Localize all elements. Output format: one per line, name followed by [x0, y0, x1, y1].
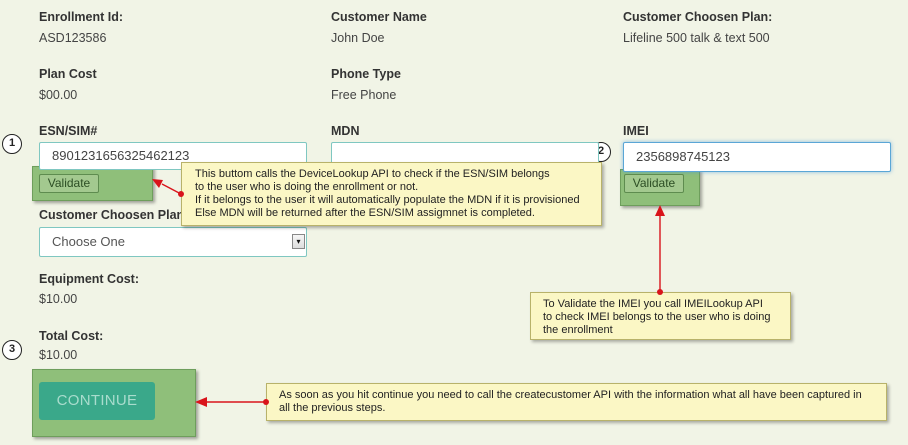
imei-validate-note: To Validate the IMEI you call IMEILookup…: [530, 292, 791, 340]
esn-arrow-line: [161, 183, 182, 195]
enrollment-id-label: Enrollment Id:: [39, 10, 124, 24]
imei-label: IMEI: [623, 124, 649, 138]
plan-select[interactable]: Choose One ▾: [39, 227, 307, 257]
plan-select-label: Customer Choosen Plan:: [39, 208, 189, 222]
esn-note-line-1: This buttom calls the DeviceLookup API t…: [195, 168, 550, 180]
continue-note-line-1: As soon as you hit continue you need to …: [279, 389, 862, 401]
continue-note: As soon as you hit continue you need to …: [266, 383, 887, 421]
continue-arrowhead: [195, 397, 207, 407]
imei-note-line-3: the enrollment: [543, 324, 613, 336]
equipment-cost-value: $10.00: [39, 292, 78, 306]
imei-note-line-1: To Validate the IMEI you call IMEILookup…: [543, 298, 763, 310]
imei-arrow-dot: [657, 289, 663, 295]
phone-type-value: Free Phone: [331, 88, 397, 102]
customer-plan-value: Lifeline 500 talk & text 500: [623, 31, 770, 45]
continue-button[interactable]: CONTINUE: [39, 382, 155, 420]
phone-type-label: Phone Type: [331, 67, 401, 81]
esn-note-line-4: Else MDN will be returned after the ESN/…: [195, 207, 535, 219]
esn-validate-note: This buttom calls the DeviceLookup API t…: [181, 162, 602, 226]
total-cost-value: $10.00: [39, 348, 78, 362]
step-marker-1: 1: [2, 134, 22, 154]
esn-validate-button[interactable]: Validate: [39, 174, 99, 193]
esn-note-line-2: to the user who is doing the enrollment …: [195, 181, 419, 193]
imei-validate-button[interactable]: Validate: [624, 174, 684, 193]
imei-arrowhead: [655, 205, 665, 216]
esn-label: ESN/SIM#: [39, 124, 98, 138]
enrollment-id-value: ASD123586: [39, 31, 107, 45]
imei-note-line-2: to check IMEI belongs to the user who is…: [543, 311, 771, 323]
total-cost-label: Total Cost:: [39, 329, 104, 343]
customer-name-label: Customer Name: [331, 10, 427, 24]
customer-name-value: John Doe: [331, 31, 385, 45]
esn-arrow-dot: [178, 191, 184, 197]
customer-plan-label: Customer Choosen Plan:: [623, 10, 773, 24]
imei-input[interactable]: 2356898745123: [623, 142, 891, 172]
plan-select-value: Choose One: [52, 234, 125, 249]
plan-cost-label: Plan Cost: [39, 67, 97, 81]
plan-cost-value: $00.00: [39, 88, 78, 102]
continue-note-line-2: all the previous steps.: [279, 402, 386, 414]
mdn-label: MDN: [331, 124, 360, 138]
continue-arrow-dot: [263, 399, 269, 405]
equipment-cost-label: Equipment Cost:: [39, 272, 139, 286]
esn-note-line-3: If it belongs to the user it will automa…: [195, 194, 580, 206]
step-marker-3: 3: [2, 340, 22, 360]
esn-arrowhead: [152, 179, 163, 188]
chevron-down-icon[interactable]: ▾: [292, 234, 305, 249]
